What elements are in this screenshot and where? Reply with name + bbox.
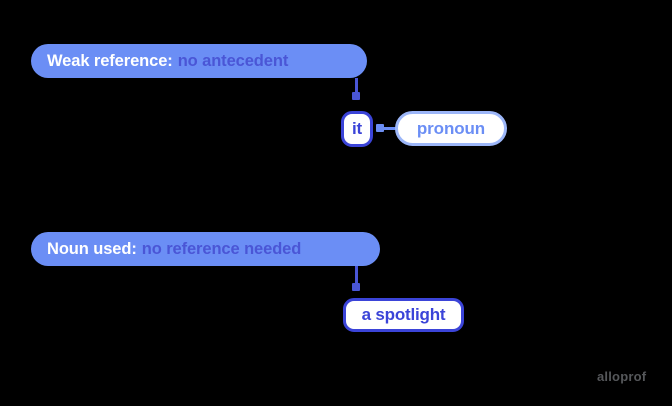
connector-cap-pronoun [376, 124, 384, 132]
label-key-weak-reference: Weak reference: [47, 51, 173, 70]
connector-cap-noun-used [352, 283, 360, 291]
word-box-a-spotlight: a spotlight [343, 298, 464, 332]
tag-pill-pronoun: pronoun [395, 111, 507, 146]
label-value-weak-reference: no antecedent [177, 51, 289, 70]
word-box-it: it [341, 111, 373, 147]
label-pill-weak-reference: Weak reference: no antecedent [31, 44, 367, 78]
connector-horizontal-pronoun [379, 127, 398, 130]
label-key-noun-used: Noun used: [47, 239, 137, 258]
label-pill-noun-used: Noun used: no reference needed [31, 232, 380, 266]
alloprof-watermark: alloprof [597, 369, 647, 384]
connector-cap-weak-reference [352, 92, 360, 100]
label-value-noun-used: no reference needed [141, 239, 302, 258]
connector-vertical-weak-reference [355, 78, 358, 94]
connector-vertical-noun-used [355, 266, 358, 285]
